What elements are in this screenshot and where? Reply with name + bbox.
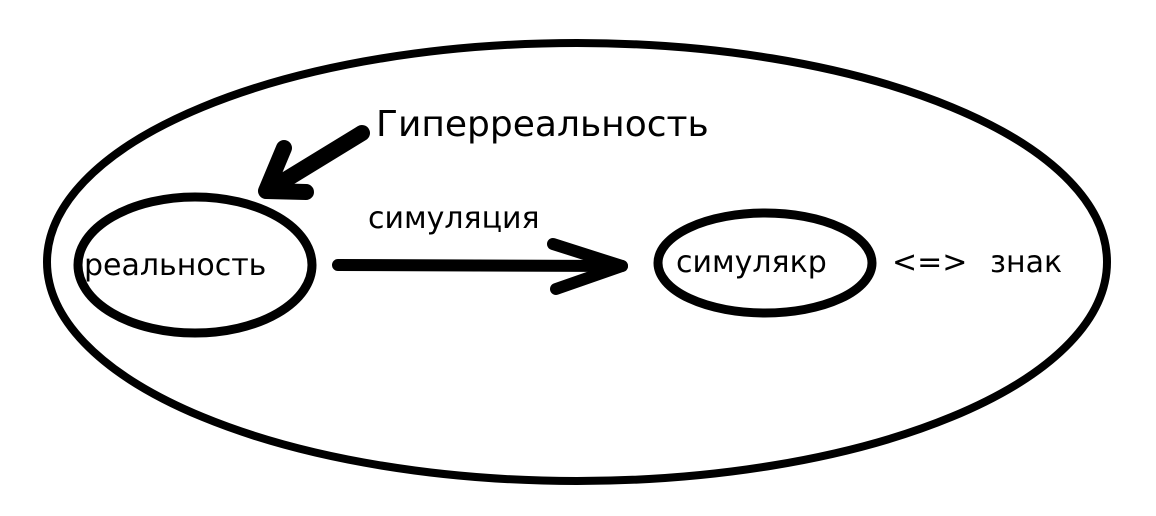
- label-hyperreality: Гиперреальность: [376, 104, 709, 145]
- simulation-arrow-shaft: [332, 259, 628, 272]
- hyperreality-ellipse: [43, 39, 1111, 485]
- simulation-arrow-head: [547, 238, 628, 295]
- label-reality: реальность: [84, 248, 266, 283]
- label-equivalence: <=>: [892, 245, 967, 280]
- pointer-arrow-shaft: [269, 125, 370, 193]
- simulation-arrow: [332, 238, 628, 295]
- reality-ellipse: [73, 192, 317, 338]
- label-simulation: симуляция: [368, 201, 540, 236]
- label-sign: знак: [990, 245, 1062, 280]
- pointer-arrow-head: [258, 140, 314, 200]
- label-simulacrum: симулякр: [676, 245, 827, 280]
- hyperreality-pointer-arrow: [258, 125, 370, 200]
- simulacrum-ellipse: [653, 208, 877, 318]
